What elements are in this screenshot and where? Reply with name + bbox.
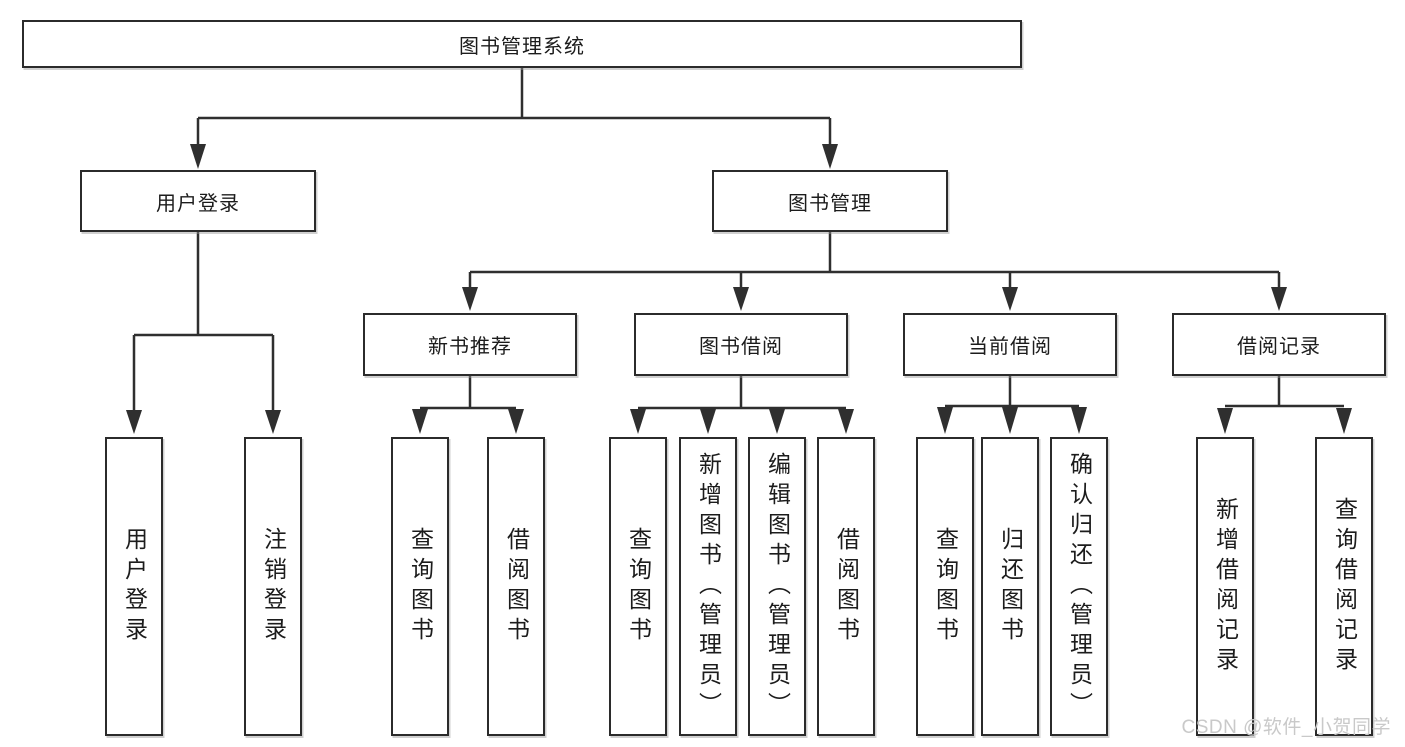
node-borrow-records-label: 借阅记录 [1237,336,1321,358]
node-root-label: 图书管理系统 [459,35,585,58]
leaf-edit-book-admin: 编辑图书（管理员） [748,437,806,736]
node-root: 图书管理系统 [22,20,1022,68]
leaf-borrow-books-2: 借阅图书 [817,437,875,736]
leaf-query-books-1: 查询图书 [391,437,449,736]
node-book-borrow-label: 图书借阅 [699,336,783,358]
leaf-query-books-3: 查询图书 [916,437,974,736]
leaf-logout: 注销登录 [244,437,302,736]
leaf-logout-label: 注销登录 [260,526,287,647]
leaf-user-login: 用户登录 [105,437,163,736]
node-borrow-records: 借阅记录 [1172,313,1386,376]
leaf-confirm-return-admin-label: 确认归还（管理员） [1066,451,1093,722]
leaf-confirm-return-admin: 确认归还（管理员） [1050,437,1108,736]
node-user-login: 用户登录 [80,170,316,232]
leaf-return-book-label: 归还图书 [997,526,1024,647]
leaf-add-borrow-record-label: 新增借阅记录 [1212,496,1239,677]
node-new-book-recommend: 新书推荐 [363,313,577,376]
leaf-user-login-label: 用户登录 [121,526,148,647]
leaf-add-borrow-record: 新增借阅记录 [1196,437,1254,736]
node-current-borrow: 当前借阅 [903,313,1117,376]
leaf-borrow-books-1-label: 借阅图书 [503,526,530,647]
leaf-query-borrow-record-label: 查询借阅记录 [1331,496,1358,677]
leaf-query-books-3-label: 查询图书 [932,526,959,647]
node-current-borrow-label: 当前借阅 [968,336,1052,358]
watermark-text: CSDN @软件_小贺同学 [1181,717,1391,738]
arrowhead-icons [126,144,1352,434]
leaf-return-book: 归还图书 [981,437,1039,736]
leaf-query-books-1-label: 查询图书 [407,526,434,647]
leaf-query-borrow-record: 查询借阅记录 [1315,437,1373,736]
leaf-query-books-2-label: 查询图书 [625,526,652,647]
node-new-book-recommend-label: 新书推荐 [428,336,512,358]
node-user-login-label: 用户登录 [156,192,240,215]
leaf-query-books-2: 查询图书 [609,437,667,736]
leaf-edit-book-admin-label: 编辑图书（管理员） [764,451,791,722]
leaf-add-book-admin-label: 新增图书（管理员） [695,451,722,722]
node-book-mgmt: 图书管理 [712,170,948,232]
node-book-mgmt-label: 图书管理 [788,192,872,215]
leaf-add-book-admin: 新增图书（管理员） [679,437,737,736]
leaf-borrow-books-1: 借阅图书 [487,437,545,736]
leaf-borrow-books-2-label: 借阅图书 [833,526,860,647]
node-book-borrow: 图书借阅 [634,313,848,376]
